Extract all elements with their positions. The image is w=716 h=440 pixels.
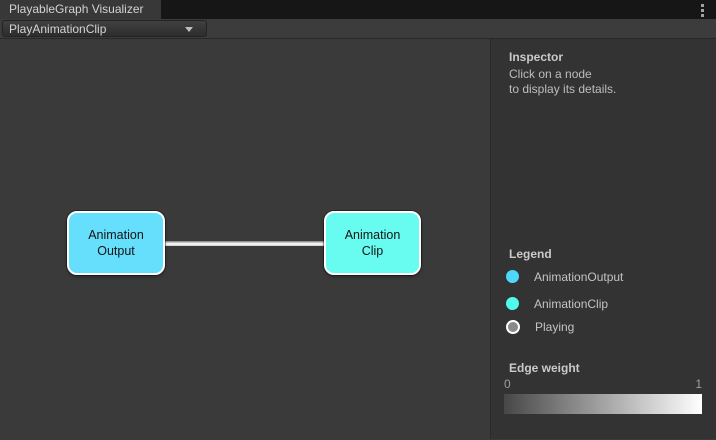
graph-selector-value: PlayAnimationClip bbox=[9, 21, 107, 36]
legend-item-label: Playing bbox=[535, 319, 575, 334]
legend-item-animationoutput: AnimationOutput bbox=[506, 268, 623, 285]
kebab-menu-icon[interactable] bbox=[700, 3, 705, 18]
graph-selector-dropdown[interactable]: PlayAnimationClip bbox=[2, 20, 207, 37]
animation-clip-dot-icon bbox=[506, 297, 519, 310]
node-label: Animation Clip bbox=[344, 227, 401, 258]
legend-item-playing: Playing bbox=[506, 318, 574, 335]
edge-weight-title: Edge weight bbox=[509, 361, 580, 375]
inspector-hint-line1: Click on a node bbox=[509, 67, 592, 81]
edge-weight-scale: 0 1 bbox=[504, 377, 702, 391]
animation-output-dot-icon bbox=[506, 270, 519, 283]
edge-weight-max-label: 1 bbox=[695, 377, 702, 391]
tab-playablegraph-visualizer[interactable]: PlayableGraph Visualizer bbox=[0, 0, 161, 19]
node-animation-output[interactable]: Animation Output bbox=[67, 211, 165, 275]
legend-item-animationclip: AnimationClip bbox=[506, 295, 608, 312]
edge-weight-min-label: 0 bbox=[504, 377, 511, 391]
legend-title: Legend bbox=[509, 247, 552, 261]
legend-item-label: AnimationOutput bbox=[534, 269, 624, 284]
node-animation-clip[interactable]: Animation Clip bbox=[324, 211, 421, 275]
playing-dot-icon bbox=[506, 319, 520, 334]
chevron-down-icon bbox=[185, 27, 193, 32]
node-label: Animation Output bbox=[88, 227, 144, 258]
inspector-hint-line2: to display its details. bbox=[509, 81, 617, 96]
inspector-panel: Inspector Click on a node to display its… bbox=[490, 39, 716, 439]
graph-canvas[interactable]: Animation Output Animation Clip bbox=[0, 39, 490, 439]
inspector-title: Inspector bbox=[509, 50, 564, 64]
edge-weight-gradient-bar bbox=[504, 394, 702, 414]
title-bar: PlayableGraph Visualizer bbox=[0, 0, 716, 19]
toolbar: PlayAnimationClip bbox=[0, 19, 716, 39]
legend-item-label: AnimationClip bbox=[534, 296, 609, 311]
edge-connection bbox=[165, 241, 324, 246]
inspector-hint: Click on a node to display its details. bbox=[509, 67, 616, 96]
